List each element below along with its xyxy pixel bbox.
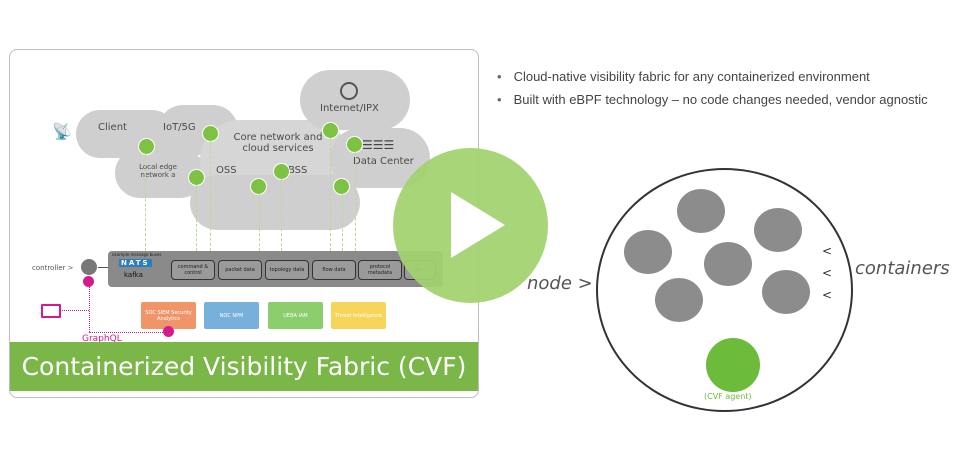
connector-line <box>145 154 146 251</box>
connector-line <box>342 194 343 251</box>
bullet-item: •Cloud-native visibility fabric for any … <box>497 69 870 84</box>
bus-box-flow-data: flow data <box>312 260 356 280</box>
cloud-internet <box>300 70 410 130</box>
bullet-item: •Built with eBPF technology – no code ch… <box>497 92 928 107</box>
agent-icon <box>138 138 155 155</box>
container-circle <box>677 189 725 233</box>
database-icon: ☰☰☰ <box>362 138 395 152</box>
container-circle <box>754 208 802 252</box>
connector-line <box>281 179 282 251</box>
graphql-icon <box>83 276 94 287</box>
service-noc-npm: NOC NPM <box>204 302 259 329</box>
label-client: Client <box>98 122 127 133</box>
nats-logo: NATS <box>119 259 152 267</box>
service-threat-intel: Threat Intelligence <box>331 302 386 329</box>
bus-box-protocol-metadata: protocol metadata <box>358 260 402 280</box>
bus-box-command-control: command & control <box>171 260 215 280</box>
bus-title: example message buses <box>112 252 162 257</box>
label-iot: IoT/5G <box>163 122 196 133</box>
cvf-banner: Containerized Visibility Fabric (CVF) <box>10 342 478 391</box>
agent-icon <box>333 178 350 195</box>
agent-icon <box>322 122 339 139</box>
globe-icon <box>340 82 358 100</box>
connector-line <box>196 185 197 251</box>
play-button[interactable] <box>393 148 548 303</box>
controller-icon <box>81 259 97 275</box>
service-ueba-iam: UEBA IAM <box>268 302 323 329</box>
kafka-logo: kafka <box>124 271 143 279</box>
container-circle <box>655 278 703 322</box>
cloud-oss-bss <box>190 175 360 230</box>
label-local-edge: Local edge network a <box>139 163 177 179</box>
cvf-agent-icon <box>706 338 760 392</box>
agent-icon <box>250 178 267 195</box>
graphql-line <box>62 310 89 311</box>
graphql-line <box>89 287 90 332</box>
node-label: node > <box>527 273 593 294</box>
node-circle: (CVF agent) <<< <box>596 168 853 412</box>
container-arrows: <<< <box>822 244 833 302</box>
service-soc-siem: SOC SIEM Security Analytics <box>141 302 196 329</box>
bullet-list: •Cloud-native visibility fabric for any … <box>497 69 928 115</box>
connector-line <box>330 138 331 251</box>
agent-icon <box>202 125 219 142</box>
connector-line <box>210 141 211 251</box>
label-bss: BSS <box>288 165 308 176</box>
agent-icon <box>346 136 363 153</box>
arrow-to-bus <box>98 267 108 268</box>
connector-line <box>259 194 260 251</box>
agent-icon <box>273 163 290 180</box>
controller-label: controller > <box>32 264 74 272</box>
containers-label: containers <box>855 258 950 279</box>
bus-box-packet-data: packet data <box>218 260 262 280</box>
graphql-label: GraphQL <box>82 334 122 344</box>
label-data-center: Data Center <box>353 156 414 167</box>
cell-tower-icon: 📡 <box>52 122 72 141</box>
container-circle <box>624 230 672 274</box>
cvf-agent-label: (CVF agent) <box>704 392 752 401</box>
bus-box-topology-data: topology data <box>265 260 309 280</box>
play-icon <box>451 192 505 258</box>
message-bus: example message buses NATS kafka command… <box>108 251 443 287</box>
graphql-icon <box>163 326 174 337</box>
agent-icon <box>188 169 205 186</box>
connector-line <box>355 152 356 251</box>
graphql-line <box>89 332 165 333</box>
container-circle <box>762 270 810 314</box>
container-circle <box>704 242 752 286</box>
label-oss: OSS <box>216 165 237 176</box>
label-core: Core network and cloud services <box>233 132 323 154</box>
laptop-icon <box>41 304 61 318</box>
label-internet: Internet/IPX <box>320 103 379 114</box>
